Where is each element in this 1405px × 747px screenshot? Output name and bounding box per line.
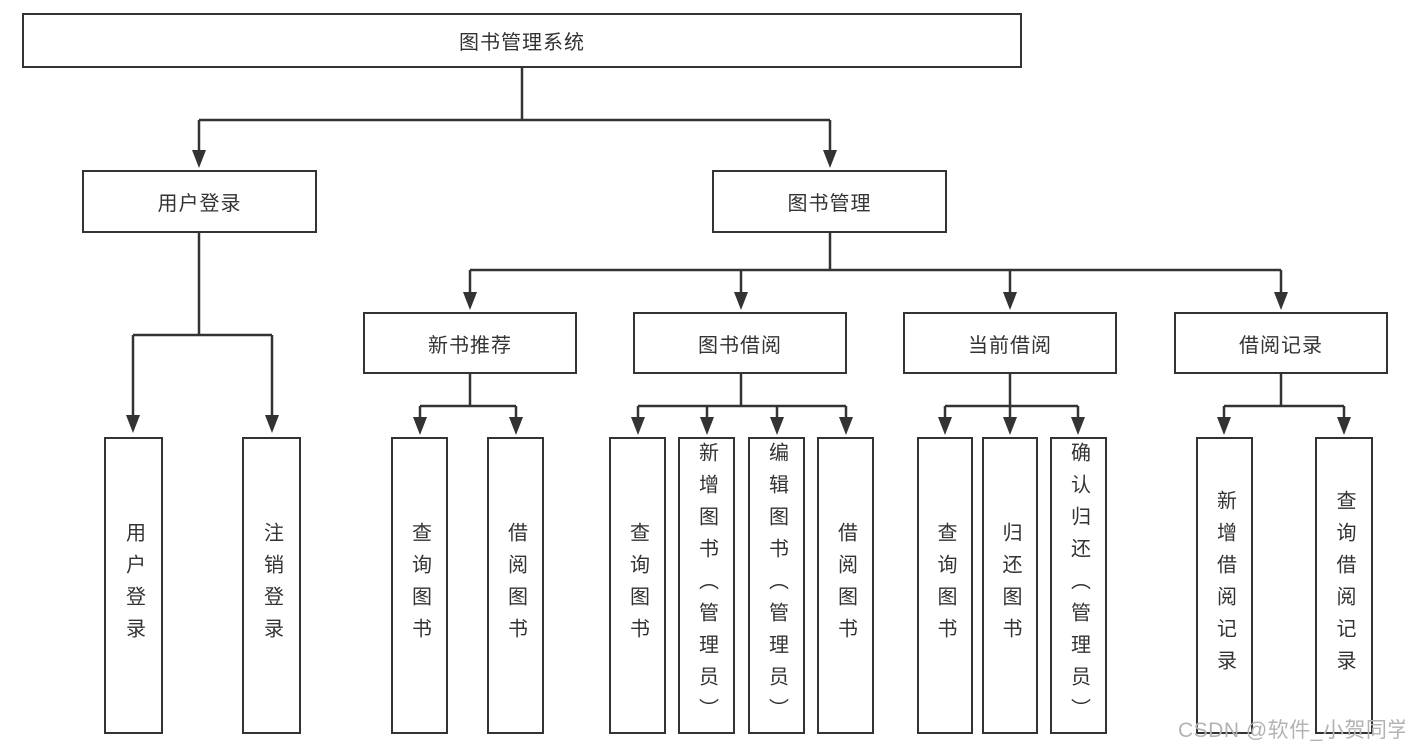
connector-recommend-to-children xyxy=(418,374,518,419)
arrowhead-icon xyxy=(509,417,523,435)
arrowhead-icon xyxy=(192,150,206,168)
node-add-books-admin: 新增图书（管理员） xyxy=(678,437,735,734)
node-label: 用户登录 xyxy=(122,521,145,650)
node-label: 图书借阅 xyxy=(698,334,782,357)
node-label: 新书推荐 xyxy=(428,334,512,357)
arrowhead-icon xyxy=(126,415,140,433)
connector-paths xyxy=(131,68,1346,419)
arrowheads xyxy=(126,150,1351,435)
node-label: 图书管理系统 xyxy=(459,32,585,54)
node-return-books: 归还图书 xyxy=(982,437,1038,734)
node-user-login: 用户登录 xyxy=(82,170,317,233)
node-query-books-current: 查询图书 xyxy=(917,437,973,734)
arrowhead-icon xyxy=(938,417,952,435)
node-borrowing-records: 借阅记录 xyxy=(1174,312,1388,374)
node-book-management: 图书管理 xyxy=(712,170,947,233)
node-label: 编辑图书（管理员） xyxy=(765,441,788,730)
node-label: 查询借阅记录 xyxy=(1333,489,1355,682)
arrowhead-icon xyxy=(1274,292,1288,310)
node-label: 注销登录 xyxy=(260,521,283,650)
node-label: 借阅图书 xyxy=(834,521,857,650)
node-query-books-borrowing: 查询图书 xyxy=(609,437,666,734)
node-label: 图书管理 xyxy=(787,193,872,215)
arrowhead-icon xyxy=(413,417,427,435)
connector-root-to-level2 xyxy=(197,68,832,152)
arrowhead-icon xyxy=(1003,417,1017,435)
node-borrow-books-borrowing: 借阅图书 xyxy=(817,437,874,734)
arrowhead-icon xyxy=(631,417,645,435)
arrowhead-icon xyxy=(1003,292,1017,310)
node-confirm-return-admin: 确认归还（管理员） xyxy=(1050,437,1107,734)
node-label: 查询图书 xyxy=(934,521,956,650)
node-label: 查询图书 xyxy=(408,521,431,650)
connector-records-to-children xyxy=(1222,374,1346,419)
node-book-borrowing: 图书借阅 xyxy=(633,312,847,374)
node-borrow-books-recommend: 借阅图书 xyxy=(487,437,544,734)
node-library-system: 图书管理系统 xyxy=(22,13,1022,68)
arrowhead-icon xyxy=(770,417,784,435)
arrowhead-icon xyxy=(1337,417,1351,435)
node-new-book-recommendation: 新书推荐 xyxy=(363,312,577,374)
node-user-login-action: 用户登录 xyxy=(104,437,163,734)
node-label: 查询图书 xyxy=(626,521,649,650)
node-label: 新增图书（管理员） xyxy=(695,441,718,730)
node-query-borrow-record: 查询借阅记录 xyxy=(1315,437,1373,734)
node-query-books-recommend: 查询图书 xyxy=(391,437,448,734)
node-add-borrow-record: 新增借阅记录 xyxy=(1196,437,1253,734)
connector-user-login-to-children xyxy=(131,233,274,417)
arrowhead-icon xyxy=(700,417,714,435)
connector-current-to-children xyxy=(943,374,1080,419)
node-label: 用户登录 xyxy=(157,193,242,215)
arrowhead-icon xyxy=(823,150,837,168)
connector-book-mgmt-to-level3 xyxy=(468,233,1283,294)
arrowhead-icon xyxy=(265,415,279,433)
node-label: 当前借阅 xyxy=(968,334,1052,357)
arrowhead-icon xyxy=(463,292,477,310)
node-label: 借阅记录 xyxy=(1239,334,1323,357)
node-edit-books-admin: 编辑图书（管理员） xyxy=(748,437,805,734)
node-label: 新增借阅记录 xyxy=(1213,489,1236,682)
node-logout-action: 注销登录 xyxy=(242,437,301,734)
node-label: 归还图书 xyxy=(999,521,1021,650)
node-label: 借阅图书 xyxy=(504,521,527,650)
watermark-text: CSDN @软件_小贺同学 xyxy=(1178,719,1405,742)
arrowhead-icon xyxy=(839,417,853,435)
arrowhead-icon xyxy=(1217,417,1231,435)
node-current-borrowing: 当前借阅 xyxy=(903,312,1117,374)
arrowhead-icon xyxy=(734,292,748,310)
node-label: 确认归还（管理员） xyxy=(1067,441,1090,730)
arrowhead-icon xyxy=(1071,417,1085,435)
connector-borrowing-to-children xyxy=(636,374,848,419)
